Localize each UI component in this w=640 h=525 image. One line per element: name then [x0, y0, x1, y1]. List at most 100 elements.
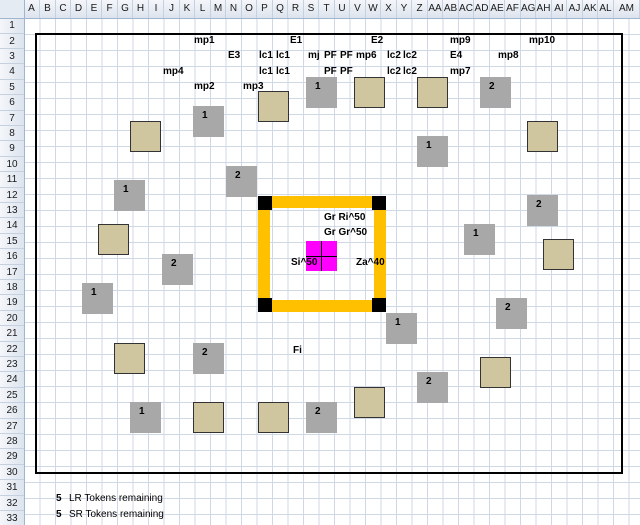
col-header[interactable]: F	[102, 0, 118, 18]
row-header[interactable]: 15	[0, 234, 24, 249]
col-header[interactable]: A	[24, 0, 40, 18]
row-header[interactable]: 11	[0, 172, 24, 188]
row-header[interactable]: 29	[0, 449, 24, 465]
col-header[interactable]: X	[381, 0, 397, 18]
token[interactable]: 1	[417, 136, 448, 167]
col-header[interactable]: AD	[474, 0, 490, 18]
row-header[interactable]: 23	[0, 357, 24, 372]
col-header[interactable]: V	[350, 0, 366, 18]
tan-square	[258, 402, 289, 433]
row-header[interactable]: 33	[0, 511, 24, 525]
row-header[interactable]: 31	[0, 480, 24, 496]
col-header[interactable]: W	[366, 0, 381, 18]
row-header[interactable]: 16	[0, 249, 24, 265]
col-header[interactable]: AH	[536, 0, 552, 18]
row-header[interactable]: 13	[0, 203, 24, 218]
col-header[interactable]: P	[257, 0, 273, 18]
token[interactable]: 2	[417, 372, 448, 403]
token[interactable]: 2	[306, 402, 337, 433]
col-header[interactable]: D	[71, 0, 87, 18]
col-header[interactable]: M	[211, 0, 226, 18]
token[interactable]: 1	[114, 180, 145, 211]
row-header[interactable]: 14	[0, 218, 24, 234]
row-header[interactable]: 1	[0, 18, 24, 34]
col-header[interactable]: AE	[490, 0, 505, 18]
row-header[interactable]: 9	[0, 141, 24, 157]
row-header[interactable]: 25	[0, 388, 24, 403]
row-header[interactable]: 24	[0, 372, 24, 388]
select-all-corner[interactable]	[0, 0, 25, 19]
row-header[interactable]: 17	[0, 265, 24, 280]
token[interactable]: 2	[496, 298, 527, 329]
col-header[interactable]: R	[288, 0, 304, 18]
frame-corner	[372, 298, 386, 312]
col-header[interactable]: Q	[273, 0, 288, 18]
col-header[interactable]: AK	[583, 0, 598, 18]
tan-square	[114, 343, 145, 374]
col-header[interactable]: S	[304, 0, 319, 18]
col-header[interactable]: J	[164, 0, 180, 18]
col-header[interactable]: AJ	[567, 0, 583, 18]
row-header[interactable]: 26	[0, 403, 24, 419]
token-value: 1	[139, 406, 145, 417]
row-header[interactable]: 2	[0, 34, 24, 49]
col-header[interactable]: T	[319, 0, 335, 18]
row-header[interactable]: 8	[0, 126, 24, 141]
row-header[interactable]: 12	[0, 188, 24, 203]
col-header[interactable]: O	[242, 0, 257, 18]
token[interactable]: 2	[193, 343, 224, 374]
token[interactable]: 1	[464, 224, 495, 255]
token-value: 2	[505, 302, 511, 313]
row-header[interactable]: 20	[0, 311, 24, 326]
token[interactable]: 1	[306, 77, 337, 108]
col-header[interactable]: H	[133, 0, 149, 18]
col-header[interactable]: C	[56, 0, 71, 18]
token[interactable]: 2	[162, 254, 193, 285]
row-header[interactable]: 10	[0, 157, 24, 172]
token[interactable]: 1	[193, 106, 224, 137]
col-header[interactable]: I	[149, 0, 164, 18]
col-header[interactable]: L	[195, 0, 211, 18]
col-header[interactable]: K	[180, 0, 195, 18]
col-header[interactable]: AG	[521, 0, 536, 18]
row-header[interactable]: 6	[0, 95, 24, 111]
col-header[interactable]: AB	[443, 0, 459, 18]
row-header[interactable]: 22	[0, 342, 24, 357]
label-e2: E2	[371, 35, 384, 46]
row-header[interactable]: 19	[0, 295, 24, 311]
col-header[interactable]: AL	[598, 0, 614, 18]
row-header[interactable]: 27	[0, 419, 24, 434]
col-header[interactable]: G	[118, 0, 133, 18]
token[interactable]: 2	[527, 195, 558, 226]
token[interactable]: 1	[82, 283, 113, 314]
col-header[interactable]: AM	[614, 0, 640, 18]
label-lc2: lc2	[387, 50, 401, 61]
token-value: 1	[123, 184, 129, 195]
token[interactable]: 2	[226, 166, 257, 197]
col-header[interactable]: B	[40, 0, 56, 18]
row-header[interactable]: 32	[0, 496, 24, 511]
row-header[interactable]: 5	[0, 80, 24, 95]
col-header[interactable]: Z	[412, 0, 428, 18]
col-header[interactable]: AC	[459, 0, 474, 18]
row-header[interactable]: 28	[0, 434, 24, 449]
row-header[interactable]: 30	[0, 465, 24, 480]
label-mp3: mp3	[243, 81, 264, 92]
row-header[interactable]: 21	[0, 326, 24, 342]
col-header[interactable]: AF	[505, 0, 521, 18]
row-header[interactable]: 3	[0, 49, 24, 64]
col-header[interactable]: Y	[397, 0, 412, 18]
token[interactable]: 2	[480, 77, 511, 108]
col-header[interactable]: E	[87, 0, 102, 18]
token[interactable]: 1	[386, 313, 417, 344]
col-header[interactable]: U	[335, 0, 350, 18]
token-value: 1	[202, 110, 208, 121]
col-header[interactable]: AA	[428, 0, 443, 18]
token[interactable]: 1	[130, 402, 161, 433]
col-header[interactable]: AI	[552, 0, 567, 18]
label-fi: Fi	[293, 345, 302, 356]
row-header[interactable]: 18	[0, 280, 24, 295]
col-header[interactable]: N	[226, 0, 242, 18]
row-header[interactable]: 4	[0, 64, 24, 80]
row-header[interactable]: 7	[0, 111, 24, 126]
